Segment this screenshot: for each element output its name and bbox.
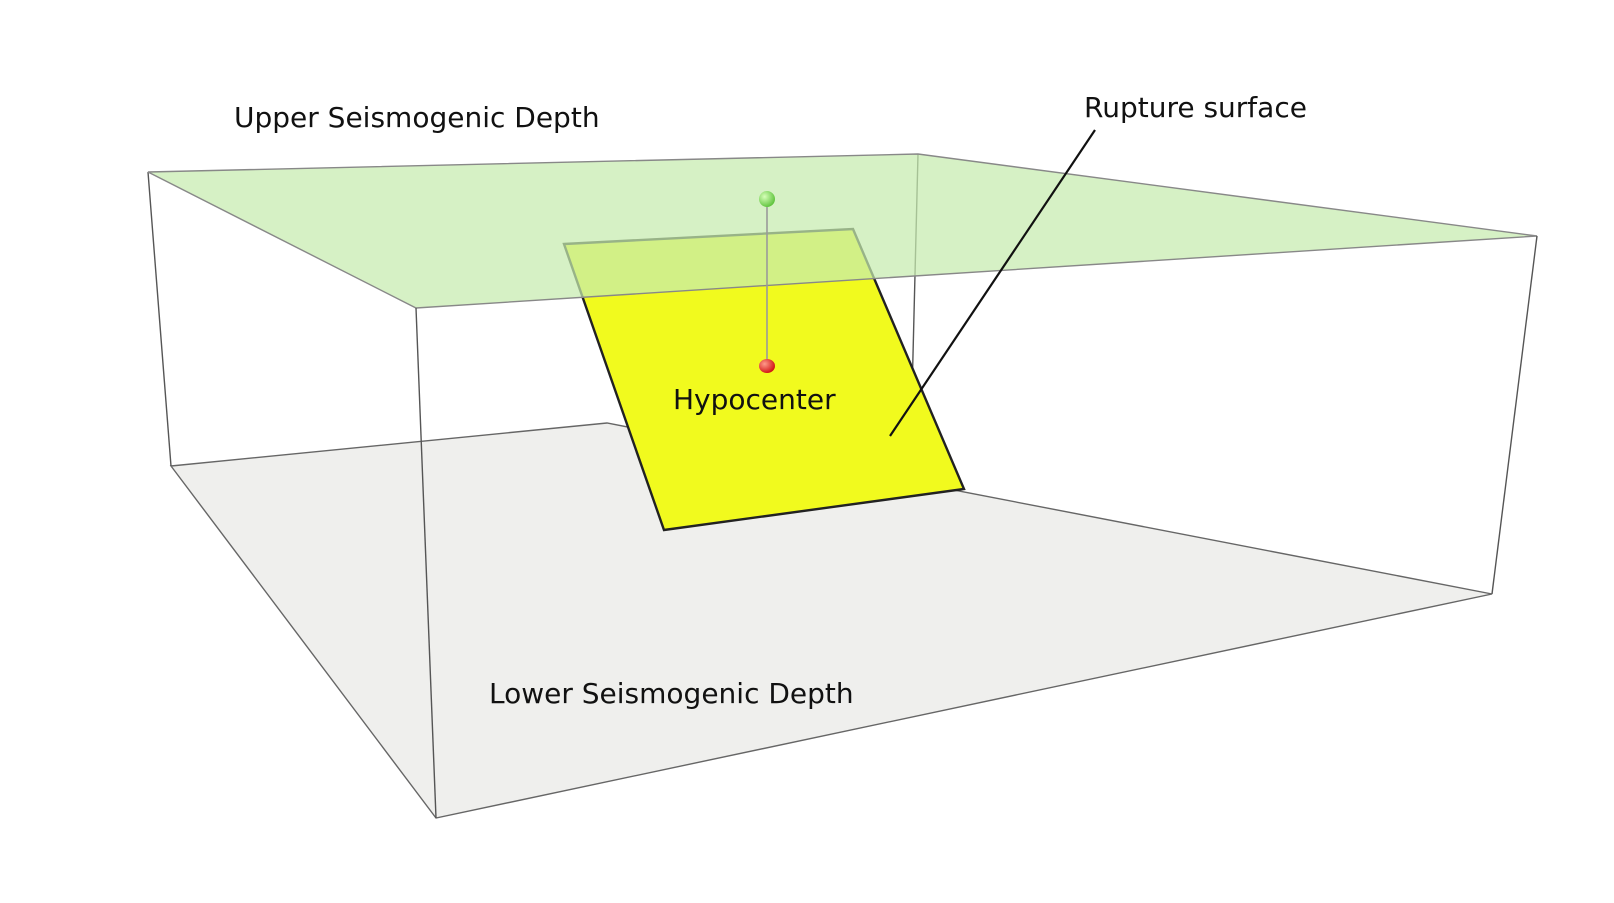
lower-depth-label: Lower Seismogenic Depth (489, 677, 854, 710)
box-edge-front-right (1491, 235, 1538, 595)
upper-depth-label: Upper Seismogenic Depth (234, 101, 600, 134)
hypocenter-point (759, 359, 775, 373)
hypocenter-label: Hypocenter (673, 383, 836, 416)
epicenter-point (759, 191, 775, 207)
box-edge-front-left (415, 307, 437, 819)
rupture-surface-leader-line (889, 129, 1096, 437)
rupture-surface-label: Rupture surface (1084, 91, 1307, 124)
box-edge-back-left (147, 171, 172, 467)
